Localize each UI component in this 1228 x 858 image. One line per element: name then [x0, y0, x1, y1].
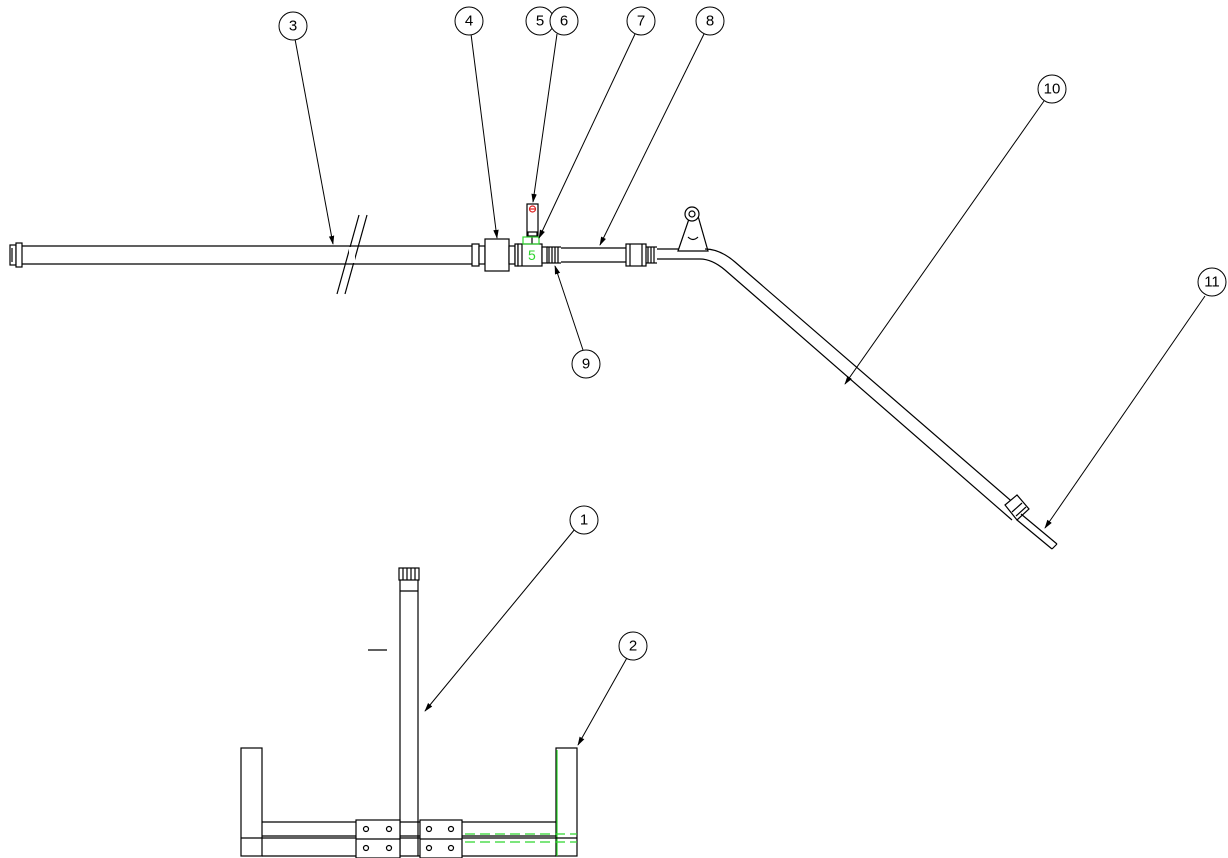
boom-assembly-top-view: 5 — [9, 203, 1058, 550]
coupling — [484, 238, 510, 272]
leader-2 — [577, 655, 629, 746]
callout-3-label: 3 — [289, 18, 297, 35]
callout-1: 1 — [569, 505, 599, 535]
second-coupling — [625, 243, 647, 267]
frame-post-right — [555, 747, 578, 857]
callout-11-label: 11 — [1204, 274, 1220, 291]
leader-4 — [470, 33, 499, 239]
coupling-threads-left — [471, 243, 486, 267]
callout-8: 8 — [695, 6, 725, 36]
callout-9: 9 — [571, 349, 601, 379]
leader-11 — [1044, 295, 1206, 529]
left-end-fitting — [9, 242, 23, 268]
callout-6-label: 6 — [560, 13, 568, 30]
callout-6: 6 — [549, 6, 579, 36]
callout-2-label: 2 — [629, 638, 637, 655]
nipple — [541, 246, 561, 264]
leader-1 — [424, 528, 576, 712]
leader-9 — [554, 265, 584, 351]
frame-post-left — [240, 747, 263, 857]
clamp-plate-left — [355, 819, 401, 858]
callout-5: 5 — [525, 6, 555, 36]
long-pipe — [22, 214, 472, 295]
leader-3 — [294, 38, 335, 245]
angled-boom — [699, 248, 1030, 521]
callout-11: 11 — [1197, 267, 1227, 297]
callout-10: 10 — [1037, 74, 1067, 104]
callout-9-label: 9 — [582, 356, 590, 373]
leader-lines — [294, 33, 1206, 746]
callout-3: 3 — [278, 11, 308, 41]
tee-marker: 5 — [528, 247, 536, 263]
callout-7-label: 7 — [637, 13, 645, 30]
mounting-bracket — [677, 206, 709, 252]
leader-5-6 — [531, 33, 558, 203]
leader-7 — [538, 33, 636, 239]
leader-8 — [599, 33, 705, 246]
callout-4-label: 4 — [465, 13, 473, 30]
callout-4: 4 — [454, 6, 484, 36]
frame-assembly-view — [240, 567, 578, 858]
coupling-threads-right — [508, 243, 519, 267]
callout-bubbles: 1 2 3 4 5 6 7 8 — [278, 6, 1227, 661]
callout-2: 2 — [618, 631, 648, 661]
second-coupling-threads — [646, 246, 657, 264]
clamp-plate-right — [419, 819, 463, 858]
vertical-pipe — [398, 567, 420, 856]
callout-7: 7 — [626, 6, 656, 36]
tee-fitting — [522, 236, 540, 245]
callout-10-label: 10 — [1044, 81, 1061, 98]
frame-rails — [241, 821, 577, 857]
callout-5-label: 5 — [536, 13, 544, 30]
callout-8-label: 8 — [706, 13, 714, 30]
gauge-valve — [526, 203, 539, 244]
leader-10 — [844, 100, 1045, 385]
end-nozzle — [1016, 513, 1058, 550]
callout-1-label: 1 — [580, 512, 588, 529]
